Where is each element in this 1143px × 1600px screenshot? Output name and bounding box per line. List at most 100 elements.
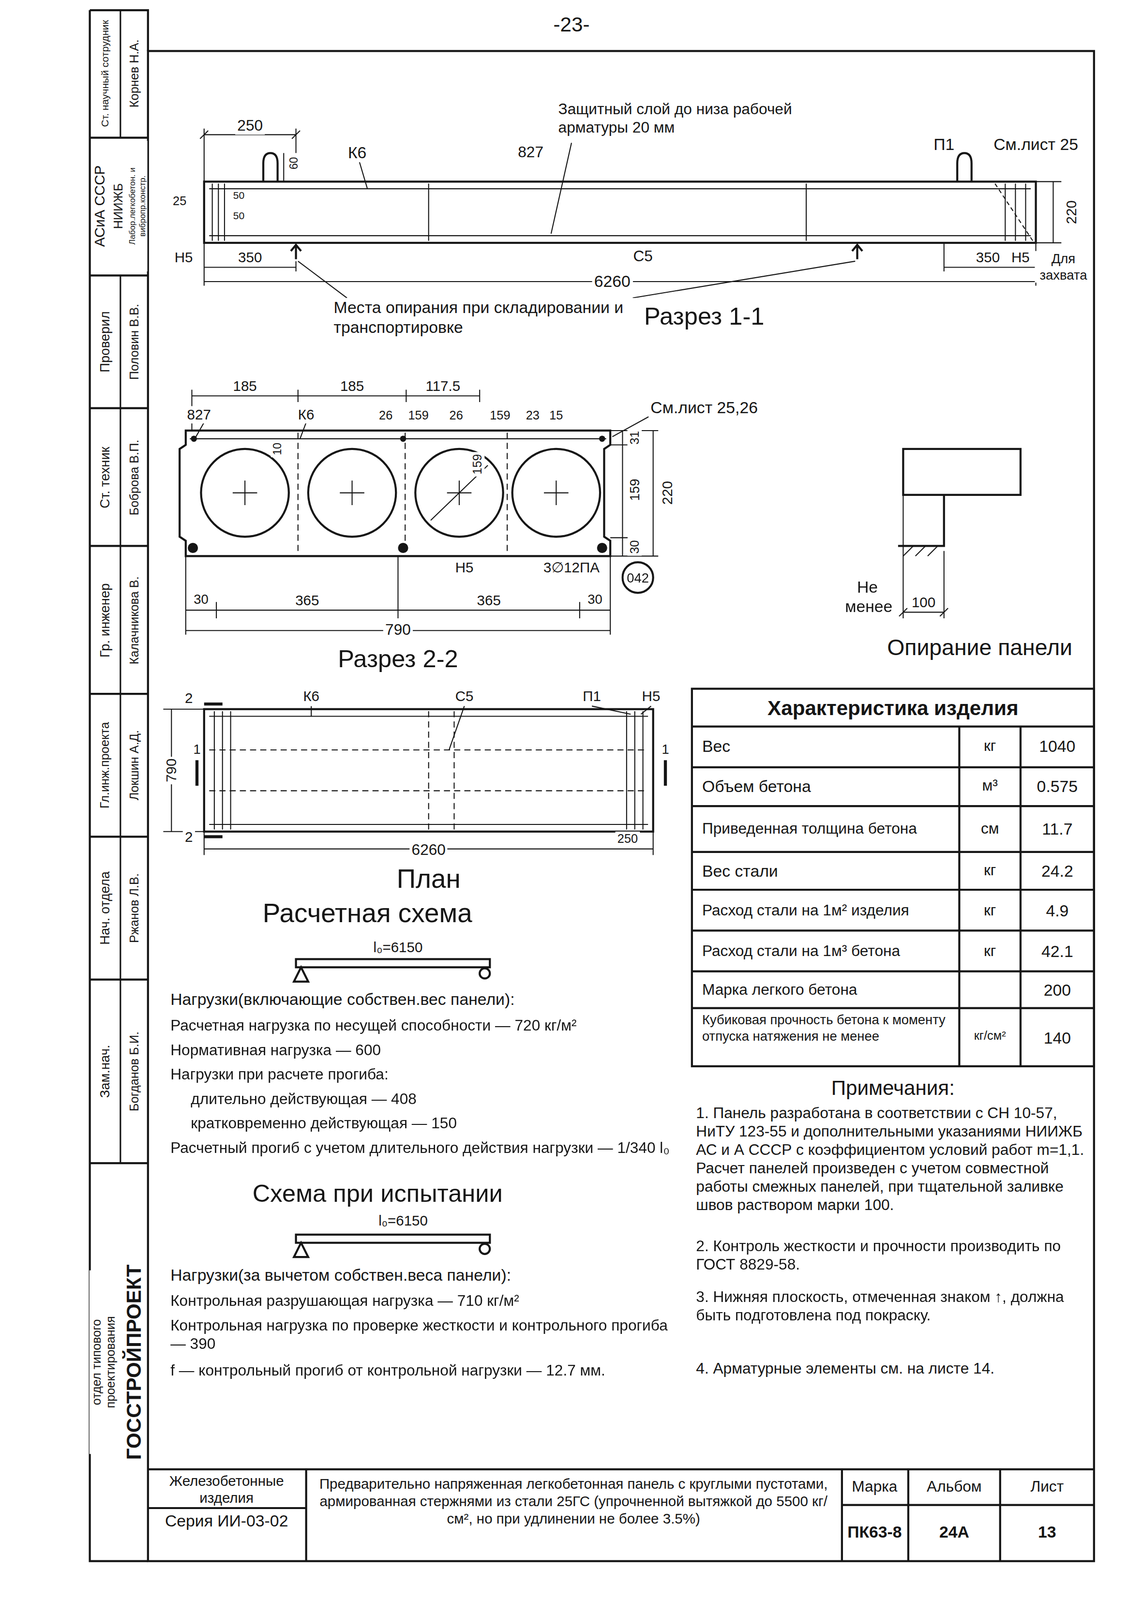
dimension-label: 2 — [182, 690, 196, 707]
load-note: Расчетная нагрузка по несущей способност… — [168, 1016, 679, 1035]
load-note: План — [394, 863, 463, 896]
load-note: кратковременно действующая — 150 — [188, 1114, 679, 1133]
stamp-text: Гр. инженер — [97, 581, 114, 660]
table-cell: Приведенная толщина бетона — [700, 819, 956, 838]
dimension-label: П1 — [931, 134, 957, 154]
title-block-text: Серия ИИ-03-02 — [155, 1511, 299, 1531]
load-note: Расчетный прогиб с учетом длительного де… — [168, 1139, 679, 1158]
table-cell: Вес стали — [700, 861, 781, 881]
dimension-label: Для захвата — [1034, 251, 1092, 284]
dimension-label: 159 — [626, 476, 643, 503]
stamp-text: ГОССТРОЙПРОЕКТ — [121, 1262, 147, 1462]
load-note: Нагрузки при расчете прогиба: — [168, 1065, 679, 1084]
note-text: 1. Панель разработана в соответствии с С… — [693, 1104, 1090, 1215]
title-block-text: 13 — [1036, 1522, 1059, 1543]
dimension-label: 220 — [659, 479, 677, 508]
dimension-label: 31 — [627, 428, 643, 447]
dimension-label: К6 — [300, 687, 322, 705]
table-cell: 0.575 — [1034, 776, 1080, 797]
stamp-text: Гл.инж.проекта — [97, 720, 113, 811]
load-note: Схема при испытании — [250, 1179, 505, 1210]
dimension-label: 350 — [236, 249, 265, 267]
table-cell: см — [978, 819, 1002, 838]
dimension-label: 250 — [235, 116, 265, 135]
title-block-text: Предварительно напряженная легкобетонная… — [313, 1475, 834, 1528]
table-cell: кг — [981, 942, 999, 961]
dimension-label: Н5 — [1009, 249, 1032, 267]
dimension-label: 6260 — [409, 841, 448, 860]
dimension-label: С5 — [452, 687, 476, 705]
dimension-label: 159 — [406, 408, 431, 423]
stamp-text: Половин В.В. — [127, 301, 142, 383]
stamp-text: Ржанов Л.В. — [127, 871, 142, 946]
load-note: Контрольная разрушающая нагрузка — 710 к… — [168, 1292, 679, 1311]
stamp-text: Зам.нач. — [97, 1042, 114, 1100]
load-note: Нагрузки(за вычетом собствен.веса панели… — [168, 1265, 513, 1285]
table-cell: Вес — [700, 736, 733, 757]
dimension-label: Места опирания при складировании и транс… — [331, 298, 638, 338]
dimension-label: 365 — [474, 591, 503, 609]
load-note: Контрольная нагрузка по проверке жесткос… — [168, 1316, 679, 1354]
stamp-text: Ст. научный сотрудник — [99, 12, 112, 135]
title-block-text: 4. Арматурные элементы см. на листе 14. — [693, 1359, 1090, 1378]
dimension-label: 365 — [293, 591, 322, 609]
dimension-label: Н5 — [639, 687, 662, 705]
dimension-label: 827 — [515, 142, 546, 162]
dimension-label: Н5 — [172, 249, 196, 267]
dimension-label: 3∅12ПА — [541, 559, 602, 577]
dimension-label: См.лист 25,26 — [648, 397, 760, 418]
stamp-text: Корнев Н.А. — [127, 37, 142, 110]
dimension-label: 250 — [615, 831, 641, 847]
table-cell: Расход стали на 1м³ бетона — [700, 942, 956, 961]
dimension-label: Не менее — [842, 577, 892, 617]
dimension-label: 790 — [383, 620, 413, 639]
table-cell: Характеристика изделия — [765, 695, 1021, 721]
title-block-text: 24А — [937, 1522, 972, 1543]
dimension-label: 159 — [470, 451, 485, 477]
table-cell: Кубиковая прочность бетона к моменту отп… — [700, 1012, 956, 1045]
dimension-label: С5 — [631, 246, 655, 266]
dimension-label: 23 — [524, 408, 542, 423]
dimension-label: К6 — [345, 142, 369, 163]
dimension-label: 50 — [231, 189, 247, 202]
dimension-label: 10 — [270, 440, 285, 458]
dimension-label: П1 — [580, 687, 603, 705]
stamp-text: НИИЖБ — [110, 180, 126, 231]
dimension-label: 100 — [909, 593, 938, 611]
stamp-text: Калачникова В. — [127, 574, 142, 667]
dimension-label: 350 — [974, 249, 1003, 267]
table-cell: Расход стали на 1м² изделия — [700, 901, 956, 920]
table-cell: 4.9 — [1043, 901, 1071, 921]
note-text: 3. Нижняя плоскость, отмеченная знаком ↑… — [693, 1287, 1090, 1325]
stamp-text: Локшин А.Д. — [127, 728, 142, 803]
stamp-text: Проверил — [97, 309, 114, 375]
dimension-label: К6 — [296, 406, 317, 423]
load-note: Расчетная схема — [260, 898, 474, 931]
dimension-label: 30 — [627, 538, 643, 557]
dimension-label: См.лист 25 — [991, 134, 1081, 154]
stamp-text: Нач. отдела — [97, 869, 114, 948]
dimension-label: 60 — [286, 154, 301, 172]
table-cell: кг/см² — [972, 1028, 1008, 1044]
stamp-text: Ст. техник — [97, 444, 114, 511]
dimension-label: 1 — [659, 741, 672, 758]
dimension-label: 117.5 — [423, 377, 463, 395]
table-cell: 11.7 — [1039, 819, 1075, 839]
title-block-text: ПК63-8 — [845, 1522, 904, 1543]
load-note: длительно действующая — 408 — [188, 1089, 679, 1109]
title-block-text: Железобетонные изделия — [150, 1472, 303, 1507]
table-cell: 24.2 — [1039, 861, 1076, 881]
load-note: Нормативная нагрузка — 600 — [168, 1040, 679, 1060]
dimension-label: 25 — [170, 194, 189, 209]
table-cell: кг — [981, 901, 999, 920]
callout-circle: 042 — [621, 561, 654, 594]
load-note: Нагрузки(включающие собствен.вес панели)… — [168, 990, 517, 1010]
dimension-label: 827 — [184, 406, 213, 423]
table-cell: м³ — [979, 776, 1000, 796]
stamp-text: -23- — [551, 12, 592, 37]
callout-number: 042 — [626, 571, 649, 585]
dimension-label: 1 — [191, 741, 203, 758]
dimension-label: 50 — [231, 210, 247, 223]
dimension-label: Защитный слой до низа рабочей арматуры 2… — [556, 100, 822, 137]
stamp-text: Богданов Б.И. — [127, 1029, 142, 1114]
